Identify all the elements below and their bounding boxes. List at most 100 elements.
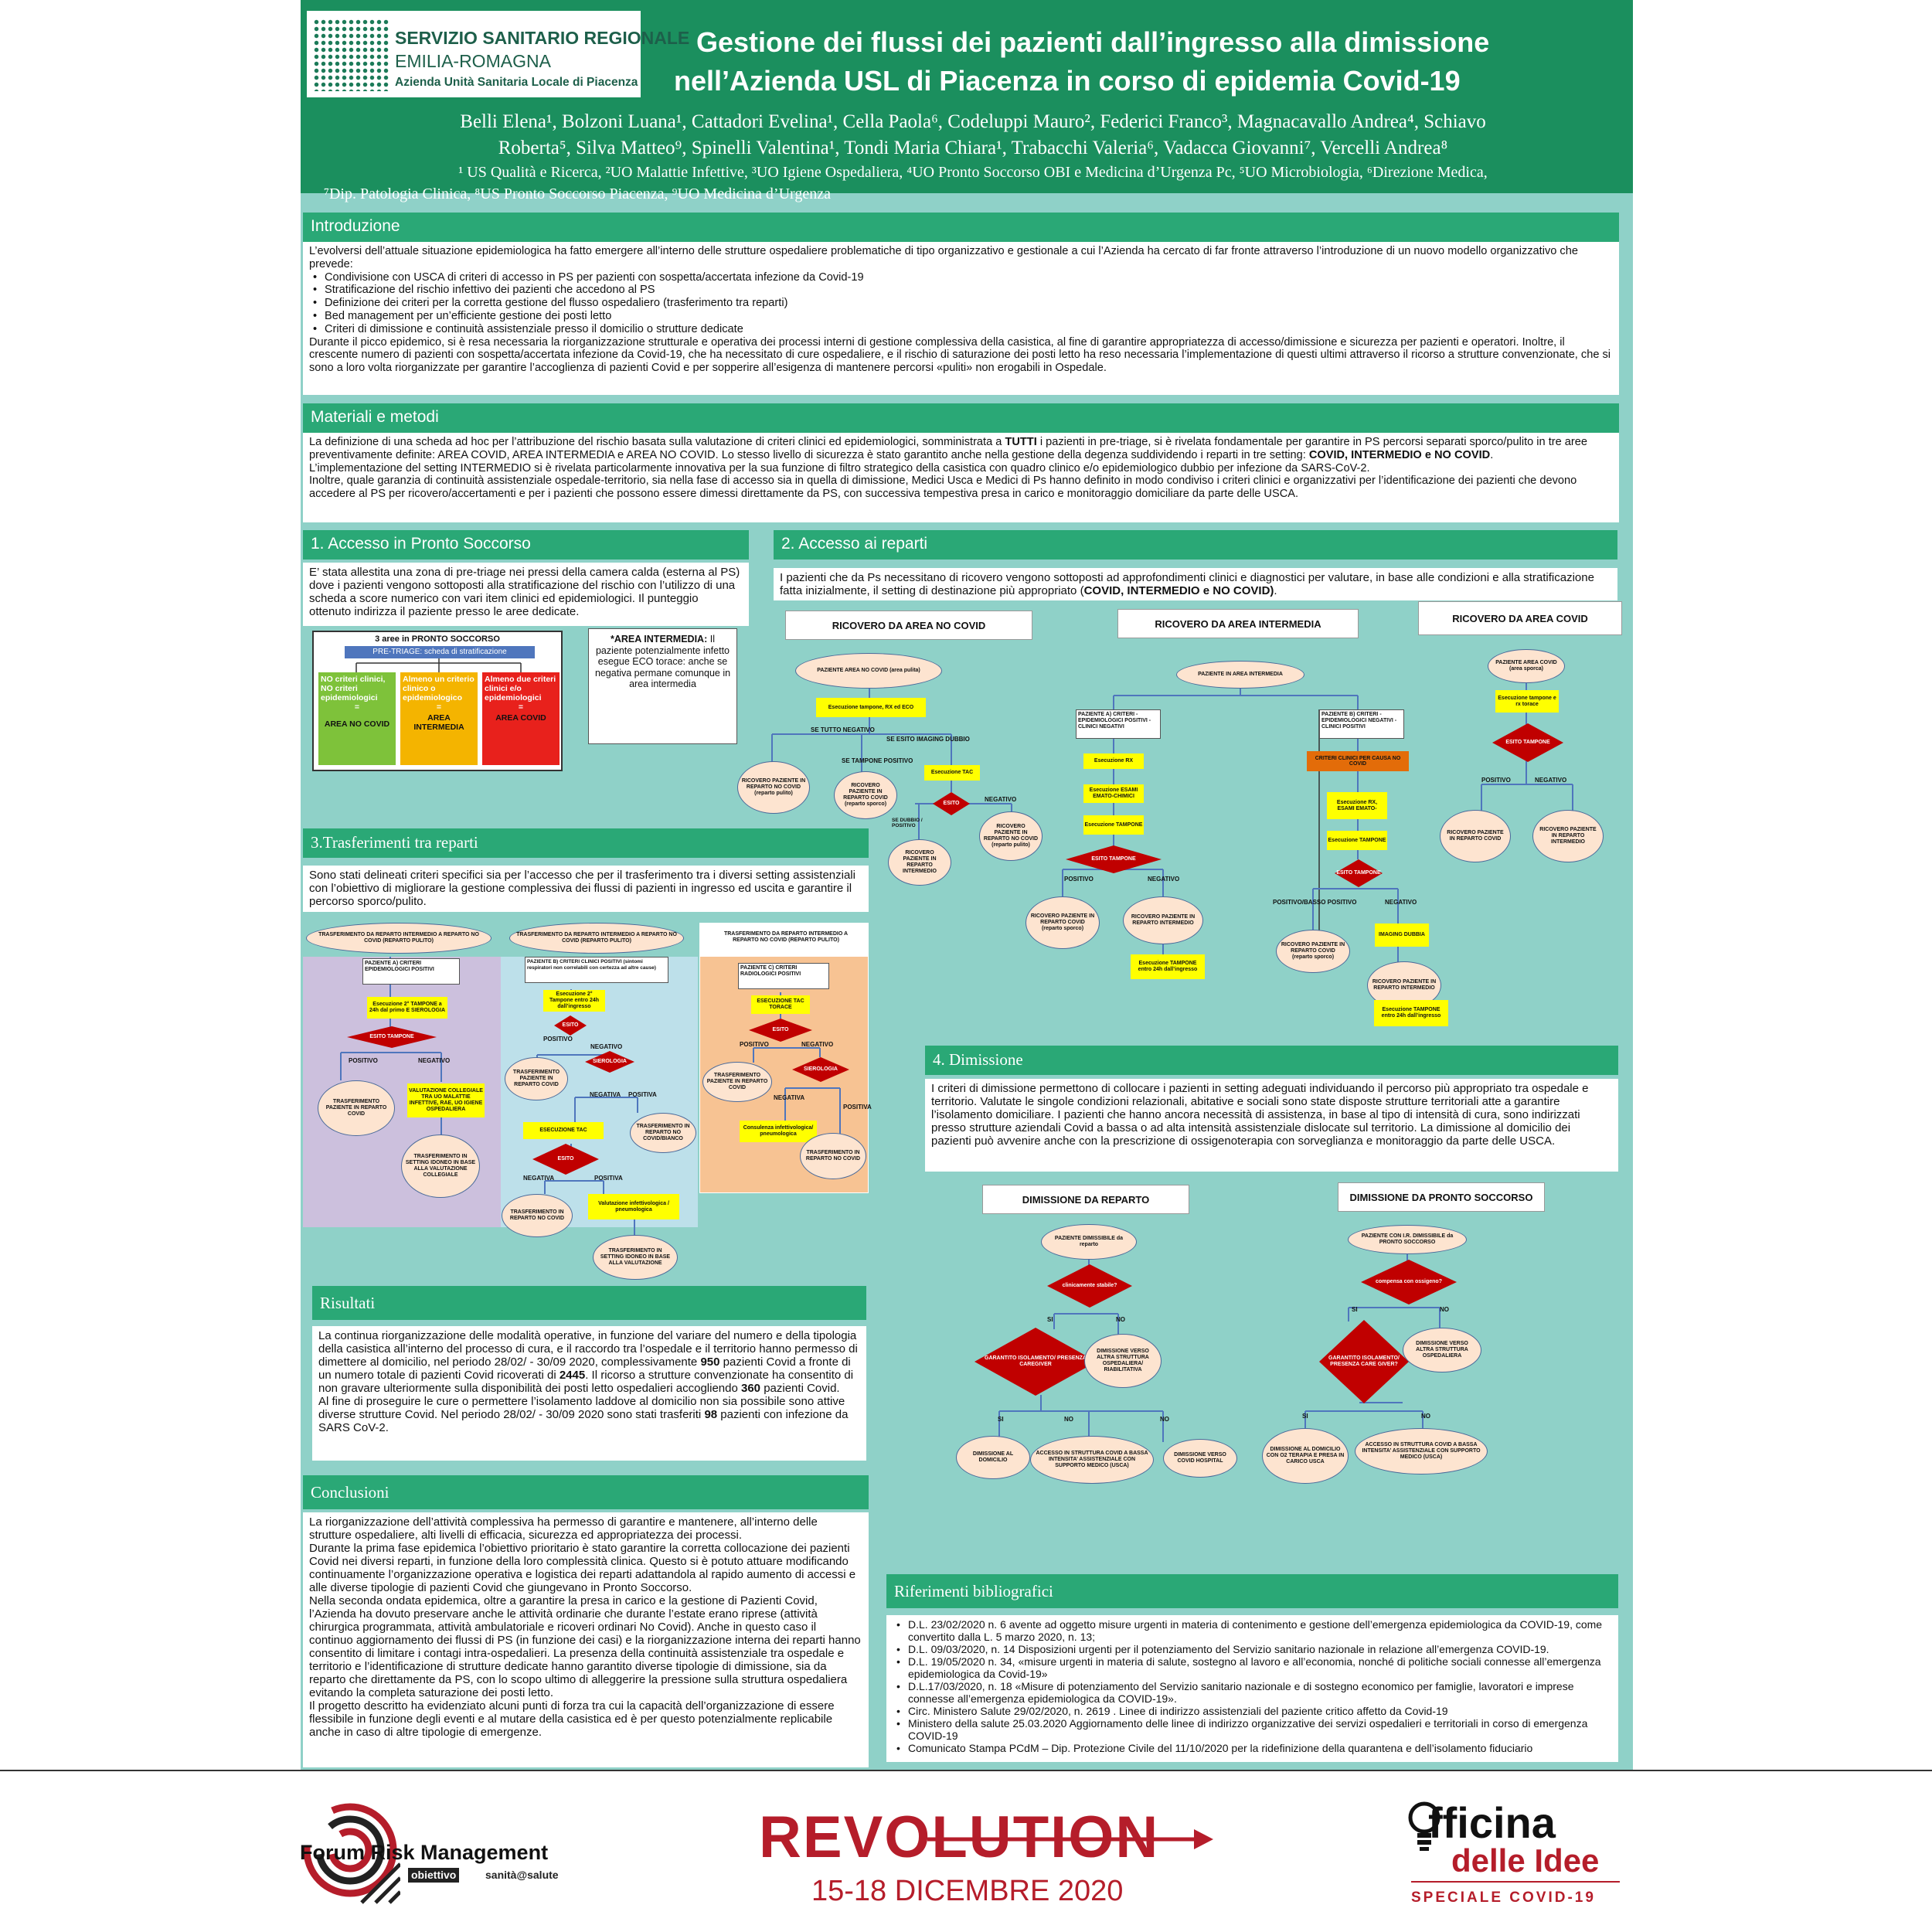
ricovero-covid-box: RICOVERO DA AREA COVID [1418,601,1622,635]
col1-esito-tampone-diamond: ESITO TAMPONE [347,1026,437,1048]
col3-negativo-label: NEGATIVO [801,1041,834,1048]
rep-accesso-struttura-covid-node: ACCESSO IN STRUTTURA COVID A BASSA INTEN… [1030,1436,1154,1484]
forum-risk-management-logo-icon [303,1803,400,1904]
col3-paziente-c-node: PAZIENTE C) CRITERI RADIOLOGICI POSITIVI [738,963,829,989]
col1-positivo-label: POSITIVO [349,1057,378,1064]
reference-item: D.L.17/03/2020, n. 18 «Misure di potenzi… [896,1680,1612,1705]
col2-setting-node: TRASFERIMENTO IN SETTING IDONEO IN BASE … [593,1235,678,1280]
col3-tac-torace-node: ESECUZIONE TAC TORACE [751,995,810,1014]
se-esito-imaging-label: SE ESITO IMAGING DUBBIO [886,736,970,743]
ricovero-reparto-covid-node: RICOVERO PAZIENTE IN REPARTO COVID (repa… [834,771,897,819]
reference-item: Comunicato Stampa PCdM – Dip. Protezione… [896,1742,1612,1754]
col3-trasferimento-covid-node: TRASFERIMENTO PAZIENTE IN REPARTO COVID [702,1062,772,1102]
esecuzione-tampone-rx-torace-node: Esecuzione tampone e rx torace [1495,690,1559,713]
col2-esecuzione-tac-node: ESECUZIONE TAC [523,1122,604,1139]
esecuzione-tampone-node: Esecuzione TAMPONE [1083,815,1144,835]
ps-si-2-label: SI [1302,1413,1308,1420]
paziente-area-no-covid-node: PAZIENTE AREA NO COVID (area pulita) [795,653,942,689]
col3-esito-diamond: ESITO [749,1019,812,1042]
intro-bullet: Definizione dei criteri per la corretta … [313,297,1613,310]
col1-title-node: TRASFERIMENTO DA REPARTO INTERMEDIO A RE… [306,923,492,954]
footer [0,1770,1932,1932]
se-tutto-negativo-label: SE TUTTO NEGATIVO [811,726,875,733]
paziente-b-criteri-node: PAZIENTE B) CRITERI - EPIDEMIOLOGICI NEG… [1319,709,1404,739]
esecuzione-rx-node: Esecuzione RX [1083,753,1144,769]
ssr-logo-dots-icon [313,19,390,91]
esito-tac-diamond: ESITO [933,792,970,815]
rep-isolamento-diamond: GARANTITO ISOLAMENTO/ PRESENZA CAREGIVER [975,1328,1097,1396]
col2-title-node: TRASFERIMENTO DA REPARTO INTERMEDIO A RE… [509,923,684,954]
esecuzione-tac-node: Esecuzione TAC [924,765,980,781]
paziente-area-covid-node: PAZIENTE AREA COVID (area sporca) [1488,649,1565,683]
col2-esecuzione-tampone-node: Esecuzione 2° Tampone entro 24h dall’ing… [543,990,605,1012]
ricovero-intermedia-box: RICOVERO DA AREA INTERMEDIA [1117,609,1359,638]
ricovero-reparto-intermedio-node: RICOVERO PAZIENTE IN REPARTO INTERMEDIO [888,839,951,886]
col2-paziente-b-node: PAZIENTE B) CRITERI CLINICI POSITIVI (si… [525,957,668,983]
rep-no-3-label: NO [1160,1416,1169,1423]
col2-no-covid-node: TRASFERIMENTO IN REPARTO NO COVID [502,1194,573,1237]
delle-idee-title: delle Idee [1451,1842,1600,1879]
col3-no-covid-node: TRASFERIMENTO IN REPARTO NO COVID [800,1133,866,1179]
section-4-heading: 4. Dimissione [925,1046,1618,1075]
rep-dimissione-domicilio-node: DIMISSIONE AL DOMICILIO [956,1436,1030,1479]
intro-paragraph-2: Durante il picco epidemico, si è resa ne… [309,335,1611,375]
intro-bullet: Criteri di dimissione e continuità assis… [313,323,1613,336]
col2-negativo-label: NEGATIVO [590,1043,623,1050]
esecuzione-esami-node: Esecuzione ESAMI EMATO-CHIMICI [1083,784,1144,803]
esecuzione-tampone-rx-eco-node: Esecuzione tampone, RX ed ECO [816,698,926,717]
col3-negativa-label: NEGATIVA [774,1094,805,1101]
area-intermedia-note: *AREA INTERMEDIA: Il paziente potenzialm… [588,628,737,744]
logo-line-3: Azienda Unità Sanitaria Locale di Piacen… [395,76,638,89]
reference-item: Ministero della salute 25.03.2020 Aggior… [896,1717,1612,1742]
col2-esito-2-diamond: ESITO [532,1144,599,1175]
reference-item: D.L. 19/05/2020 n. 34, «misure urgenti i… [896,1655,1612,1680]
reference-item: D.L. 09/03/2020, n. 14 Disposizioni urge… [896,1643,1612,1655]
conclusions-body: La riorganizzazione dell’attività comple… [303,1512,869,1767]
compensa-ossigeno-diamond: compensa con ossigeno? [1361,1260,1457,1304]
se-tampone-positivo-label: SE TAMPONE POSITIVO [842,757,913,764]
ps-isolamento-diamond: GARANTITO ISOLAMENTO/ PRESENZA CARE GIVE… [1319,1320,1409,1403]
criteri-clinici-no-covid-node: CRITERI CLINICI PER CAUSA NO COVID [1307,751,1409,771]
authors-line-2: Roberta⁵, Silva Matteo⁹, Spinelli Valent… [498,138,1448,158]
ricovero-reparto-no-covid-node: RICOVERO PAZIENTE IN REPARTO NO COVID (r… [737,761,810,814]
section-2-heading: 2. Accesso ai reparti [774,530,1617,560]
section-2-text: I pazienti che da Ps necessitano di rico… [774,568,1617,600]
ricovero-reparto-no-covid-2-node: RICOVERO PAZIENTE IN REPARTO NO COVID (r… [979,811,1043,861]
conclusions-paragraph-1: La riorganizzazione dell’attività comple… [309,1515,818,1542]
ps-areas-diagram: 3 aree in PRONTO SOCCORSO PRE-TRIAGE: sc… [312,631,563,771]
col2-sierologia-diamond: SIEROLOGIA [585,1051,634,1073]
paziente-area-intermedia-node: PAZIENTE IN AREA INTERMEDIA [1176,661,1304,689]
reference-item: Circ. Ministero Salute 29/02/2020, n. 26… [896,1705,1612,1717]
methods-paragraph-1: La definizione di una scheda ad hoc per … [309,436,1588,461]
revolution-date: 15-18 DICEMBRE 2020 [811,1875,1124,1907]
intro-bullet: Stratificazione del rischio infettivo de… [313,284,1613,297]
col2-negativa-label: NEGATIVA [590,1091,621,1098]
negativo-label: NEGATIVO [1148,876,1180,883]
intro-body: L’evolversi dell’attuale situazione epid… [303,242,1619,395]
ps-altra-struttura-node: DIMISSIONE VERSO ALTRA STRUTTURA OSPEDAL… [1403,1328,1481,1372]
esecuzione-tampone-b-node: Esecuzione TAMPONE [1327,831,1387,850]
authors-line-1: Belli Elena¹, Bolzoni Luana¹, Cattadori … [460,111,1486,132]
conclusions-paragraph-2: Durante la prima fase epidemica l’obiett… [309,1542,856,1594]
ricovero-reparto-covid-a-node: RICOVERO PAZIENTE IN REPARTO COVID (repa… [1026,896,1100,949]
esito-tampone-b-diamond: ESITO TAMPONE [1335,859,1383,887]
results-paragraph-2: Al fine di proseguire le cure o permette… [318,1395,849,1434]
ricovero-reparto-intermedio-a-node: RICOVERO PAZIENTE IN REPARTO INTERMEDIO [1123,896,1203,944]
positivo-label: POSITIVO [1064,876,1094,883]
logo-line-2: EMILIA-ROMAGNA [395,51,551,71]
col1-paziente-a-node: PAZIENTE A) CRITERI EPIDEMIOLOGICI POSIT… [362,958,460,985]
pretriage-bar: PRE-TRIAGE: scheda di stratificazione [345,646,535,658]
tampone-24h-b-node: Esecuzione TAMPONE entro 24h dall’ingres… [1374,1000,1448,1026]
section-3-text: Sono stati delineati criteri specifici s… [303,866,869,912]
esito-tampone-covid-diamond: ESITO TAMPONE [1492,723,1563,762]
forum-risk-management-title: Forum Risk Management [300,1841,549,1864]
poster: SERVIZIO SANITARIO REGIONALE EMILIA-ROMA… [301,0,1633,1770]
rep-no-label: NO [1116,1316,1125,1323]
col1-trasferimento-covid-node: TRASFERIMENTO PAZIENTE IN REPARTO COVID [318,1080,395,1136]
references-list: D.L. 23/02/2020 n. 6 avente ad oggetto m… [893,1618,1612,1754]
col2-esito-diamond: ESITO [554,1015,587,1036]
col3-title-node: TRASFERIMENTO DA REPARTO INTERMEDIO A RE… [714,924,858,951]
officina-title: fficina [1428,1798,1556,1847]
col1-setting-idoneo-node: TRASFERIMENTO IN SETTING IDONEO IN BASE … [401,1134,480,1198]
col3-positiva-label: POSITIVA [843,1104,872,1111]
